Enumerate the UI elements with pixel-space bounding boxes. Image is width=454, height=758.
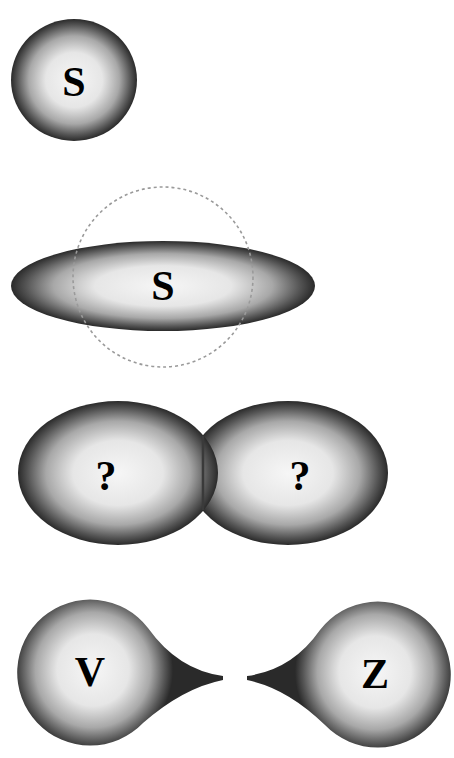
cell-body [247, 602, 451, 748]
cell-body [11, 19, 137, 141]
cell-body [11, 241, 315, 331]
elongated-cell: S [10, 240, 316, 332]
label-holder: ? [290, 455, 311, 497]
daughter-cell: V [18, 588, 225, 752]
cell-outline [18, 398, 388, 548]
cell-letter: Z [361, 653, 389, 695]
cell-letter: S [151, 265, 174, 307]
daughter-cell: Z [232, 588, 450, 752]
cell-outline [232, 588, 450, 752]
cell-letter: ? [96, 455, 117, 497]
cell-letter: ? [290, 455, 311, 497]
label-holder: Z [361, 653, 389, 695]
cell-body [18, 401, 218, 545]
cell-letter: V [75, 651, 105, 693]
label-holder: ? [96, 455, 117, 497]
cell-outline [18, 588, 225, 752]
dividing-cell: ?? [18, 398, 388, 548]
label-holder: V [75, 651, 105, 693]
cell-letter: S [62, 61, 85, 103]
label-holder: S [62, 61, 85, 103]
cell-body [17, 600, 223, 746]
cell-body [202, 436, 205, 510]
label-holder: S [151, 265, 174, 307]
sphere-cell: S [10, 18, 138, 142]
